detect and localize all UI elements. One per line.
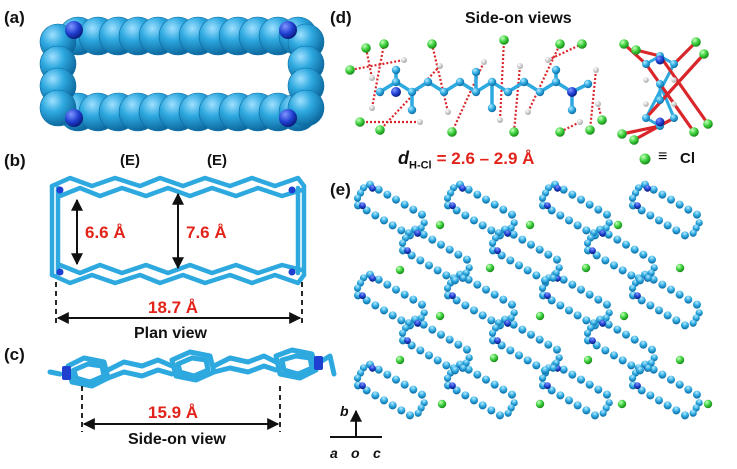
legend-cl-label: Cl — [680, 150, 695, 167]
distance-15-9-label: 15.9 Å — [148, 403, 199, 422]
panel-c-side-view-model — [47, 347, 337, 432]
axis-label-o: o — [351, 445, 360, 461]
isomer-label-left: (E) — [120, 152, 140, 169]
legend-equiv-symbol: ≡ — [658, 148, 668, 165]
side-on-views-title: Side-on views — [465, 10, 572, 27]
panel-label-b: (b) — [4, 151, 26, 170]
panel-e-crystal-packing — [353, 180, 713, 420]
panel-d-ball-stick-models — [345, 35, 713, 145]
panel-label-d: (d) — [330, 8, 352, 27]
distance-symbol: d — [398, 148, 409, 168]
distance-18-7-label: 18.7 Å — [148, 298, 199, 317]
chloride-legend-ball — [639, 153, 651, 165]
side-on-view-caption: Side-on view — [128, 431, 226, 448]
isomer-label-right: (E) — [207, 152, 227, 169]
panel-b-plan-view-model — [49, 175, 307, 326]
panel-label-c: (c) — [4, 345, 25, 364]
distance-formula: dH-Cl = 2.6 – 2.9 Å — [398, 148, 534, 172]
distance-range-value: = 2.6 – 2.9 Å — [436, 149, 535, 168]
panel-label-e: (e) — [330, 180, 351, 199]
distance-7-6-label: 7.6 Å — [186, 223, 227, 242]
panel-label-a: (a) — [4, 8, 25, 27]
axis-label-b: b — [340, 403, 349, 419]
distance-subscript: H-Cl — [409, 159, 432, 172]
distance-6-6-label: 6.6 Å — [85, 223, 126, 242]
plan-view-caption: Plan view — [134, 325, 207, 342]
panel-a-spacefill-model — [39, 16, 325, 132]
axis-label-a: a — [330, 445, 338, 461]
nitrogen-atoms-plan — [56, 186, 296, 276]
crystal-axes — [330, 409, 382, 438]
axis-label-c: c — [373, 445, 381, 461]
